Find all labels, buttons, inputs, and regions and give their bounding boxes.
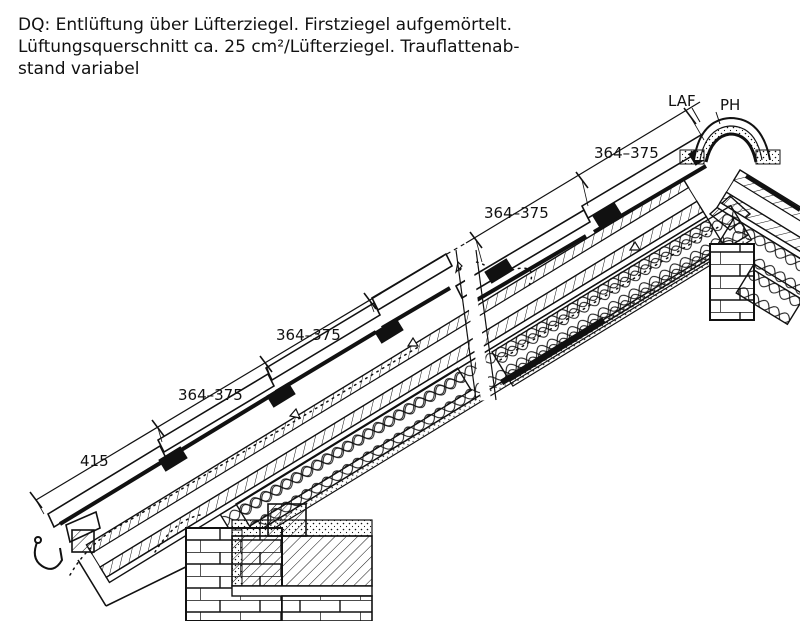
caption-line-3: stand variabel xyxy=(18,59,140,79)
ridge-tags: LAF PH xyxy=(668,92,740,125)
eaves-detail xyxy=(65,510,201,607)
gutter xyxy=(33,536,64,570)
dimension-label-eaves: 415 xyxy=(80,452,109,470)
left-roof-pitch xyxy=(46,130,729,607)
upper-interior xyxy=(491,204,800,387)
caption-line-2: Lüftungsquerschnitt ca. 25 cm²/Lüfterzie… xyxy=(18,37,520,57)
caption-line-1: DQ: Entlüftung über Lüfterziegel. Firstz… xyxy=(18,15,512,35)
dimension-labels: 415 364–375 364–375 364–375 364–375 xyxy=(80,144,659,470)
diagram-caption: DQ: Entlüftung über Lüfterziegel. Firstz… xyxy=(18,14,520,80)
dimension-label-5: 364–375 xyxy=(594,144,659,162)
dimension-chain xyxy=(29,101,705,515)
dimension-label-2: 364–375 xyxy=(178,386,243,404)
dimension-label-4: 364–375 xyxy=(484,204,549,222)
laf-label: LAF xyxy=(668,92,696,110)
dimension-label-3: 364–375 xyxy=(276,326,341,344)
ph-label: PH xyxy=(720,96,740,114)
wall-and-floor xyxy=(185,367,473,621)
